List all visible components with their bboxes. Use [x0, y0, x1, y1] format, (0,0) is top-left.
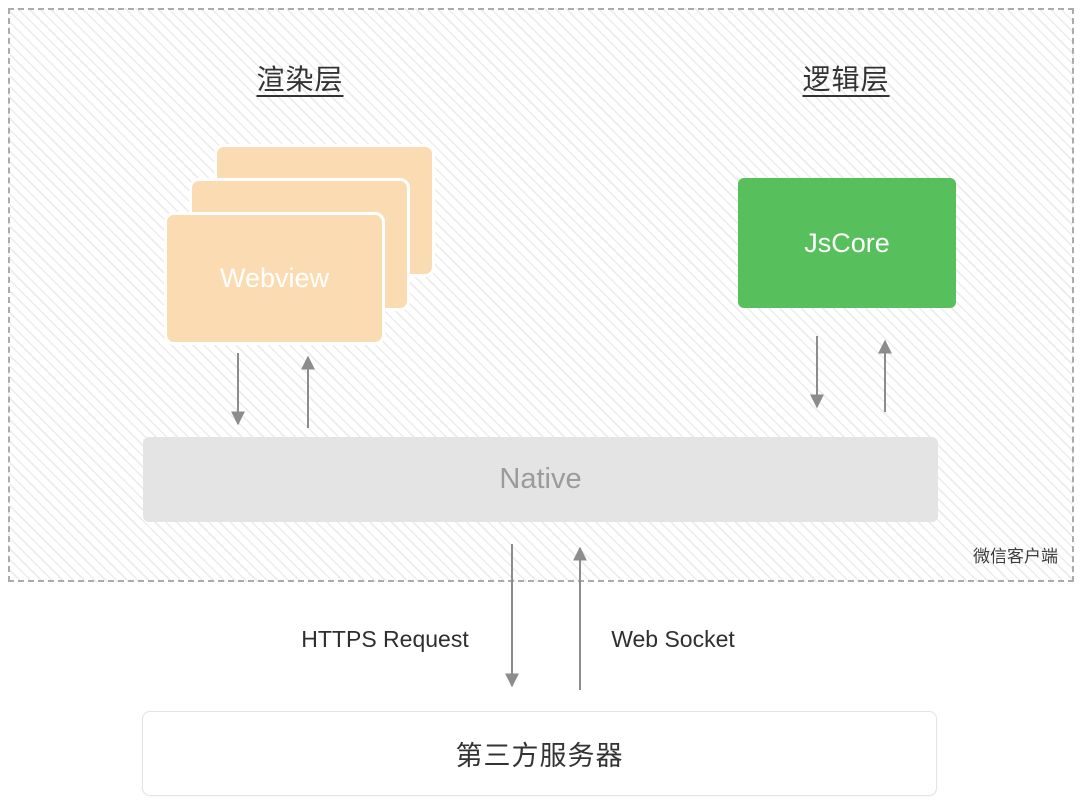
- third-party-server-box: 第三方服务器: [142, 711, 937, 796]
- wechat-client-label: 微信客户端: [973, 547, 1058, 566]
- native-bar: Native: [143, 437, 938, 522]
- https-request-label: HTTPS Request: [301, 626, 469, 652]
- render-layer-title: 渲染层: [256, 64, 344, 95]
- jscore-box: JsCore: [738, 178, 956, 308]
- jscore-label: JsCore: [804, 227, 890, 258]
- logic-layer-title: 逻辑层: [802, 64, 890, 95]
- web-socket-label: Web Socket: [611, 626, 735, 652]
- webview-label: Webview: [219, 263, 330, 293]
- third-party-server-label: 第三方服务器: [455, 741, 624, 771]
- native-label: Native: [499, 463, 582, 495]
- webview-card-front: Webview: [164, 212, 385, 345]
